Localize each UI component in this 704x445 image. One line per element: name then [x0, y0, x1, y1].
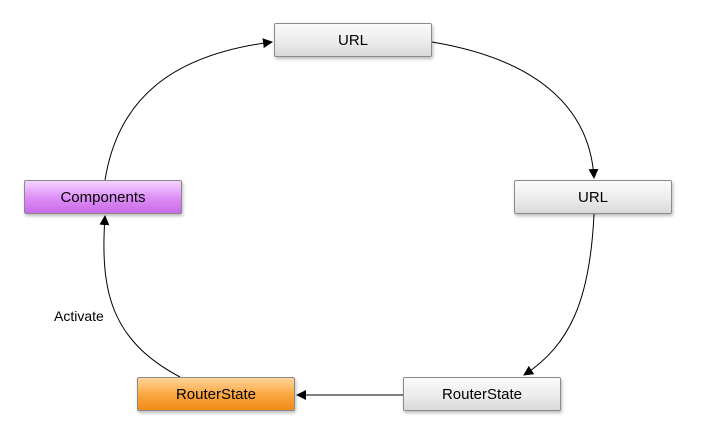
node-url-top-label: URL — [337, 31, 368, 49]
node-routerstate-left-label: RouterState — [175, 385, 257, 403]
node-url-right-label: URL — [577, 188, 608, 206]
node-components-label: Components — [60, 188, 146, 206]
node-routerstate-right: RouterState — [403, 377, 561, 411]
node-url-top: URL — [274, 23, 432, 57]
edge-routerstate-left-to-components — [99, 215, 181, 378]
edge-url-right-to-routerstate-right — [523, 213, 595, 376]
edge-label-activate: Activate — [54, 308, 104, 324]
node-components: Components — [24, 180, 182, 214]
node-url-right: URL — [514, 180, 672, 214]
edge-components-to-url-top — [104, 38, 273, 181]
edge-url-top-to-url-right — [431, 41, 599, 179]
node-routerstate-left: RouterState — [137, 377, 295, 411]
node-routerstate-right-label: RouterState — [441, 385, 523, 403]
